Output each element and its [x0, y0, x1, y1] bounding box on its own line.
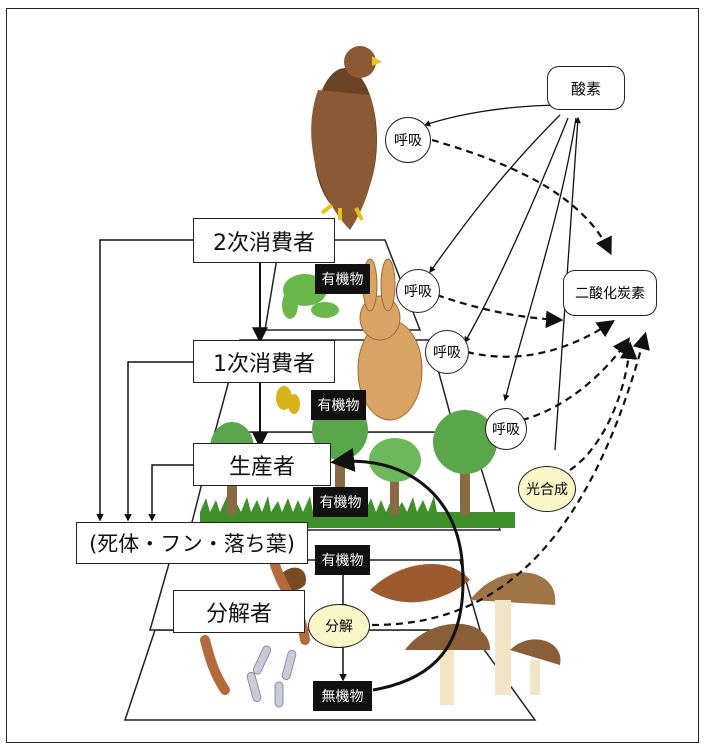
- respiration-bubble-producer: 呼吸: [485, 408, 527, 450]
- tag-organic-second: 有機物: [315, 264, 370, 294]
- photosynthesis-bubble: 光合成: [518, 466, 576, 512]
- label-second-consumer: 2次消費者: [193, 218, 335, 263]
- carbon-dioxide-box: 二酸化炭素: [563, 270, 657, 316]
- hawk-illustration: [311, 46, 382, 230]
- arrow-oxygen-to-resp2: [430, 115, 560, 272]
- label-first-consumer: 1次消費者: [193, 340, 335, 383]
- oxygen-box: 酸素: [547, 66, 625, 110]
- arrow-first-to-dead: [128, 362, 193, 520]
- tag-organic-dead: 有機物: [315, 545, 370, 575]
- tag-organic-first: 有機物: [311, 390, 366, 420]
- arrow-second-to-dead: [100, 240, 193, 520]
- respiration-bubble-frog: 呼吸: [396, 269, 440, 313]
- respiration-bubble-rabbit: 呼吸: [425, 330, 469, 374]
- tag-inorganic: 無機物: [313, 681, 372, 711]
- arrow-oxygen-to-resp4: [505, 118, 576, 400]
- label-decomposer: 分解者: [173, 590, 305, 633]
- label-producer: 生産者: [193, 443, 331, 486]
- arrow-producer-to-dead: [152, 465, 193, 520]
- arrow-oxygen-to-resp1: [425, 105, 565, 125]
- label-dead-matter: (死体・フン・落ち葉): [76, 522, 308, 564]
- respiration-bubble-hawk: 呼吸: [385, 117, 431, 163]
- decomposition-bubble: 分解: [308, 604, 370, 648]
- tag-organic-producer: 有機物: [313, 487, 368, 517]
